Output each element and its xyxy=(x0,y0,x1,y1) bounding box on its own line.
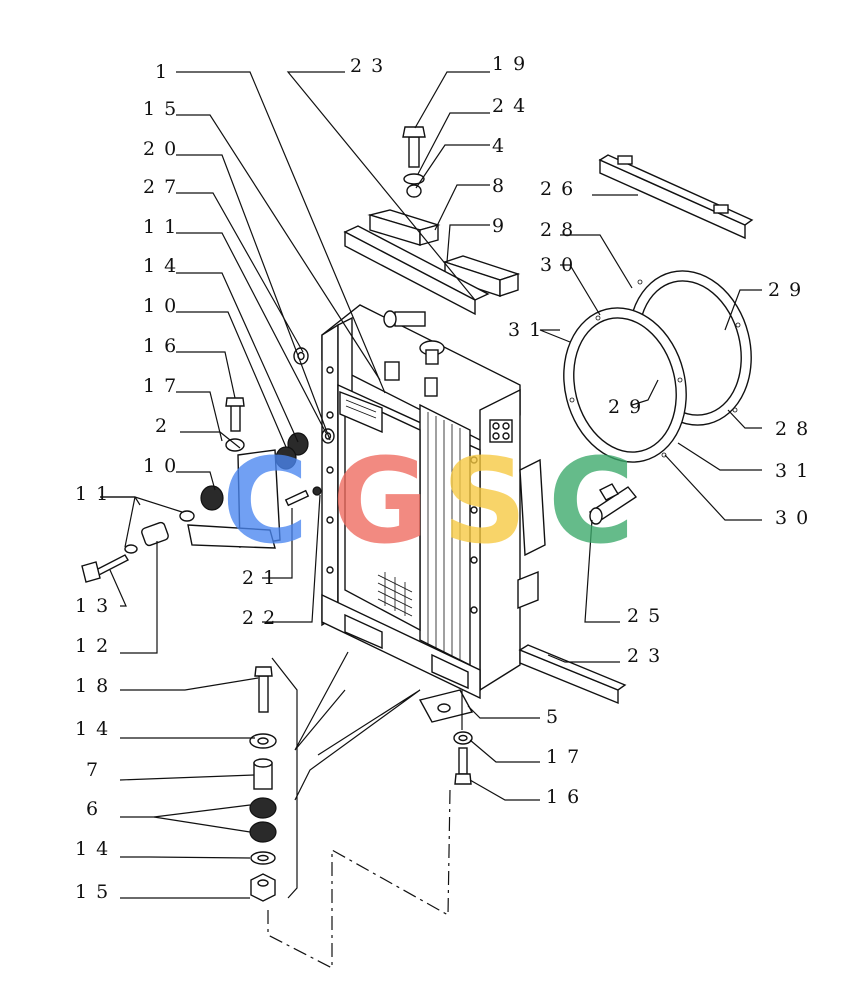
callout-17-left: 17 xyxy=(143,375,185,397)
shroud-rings xyxy=(563,270,752,463)
callout-19: 19 xyxy=(492,53,534,75)
side-bolts xyxy=(326,366,478,614)
top-mount-parts xyxy=(343,126,521,316)
callout-1: 1 xyxy=(155,61,176,83)
drain-plug xyxy=(489,419,513,443)
filler-cap xyxy=(383,310,445,397)
callout-13: 13 xyxy=(75,595,117,617)
callout-10-mid: 10 xyxy=(143,455,185,477)
callout-7: 7 xyxy=(86,759,107,781)
callout-24: 24 xyxy=(492,95,534,117)
callout-14-bottom: 14 xyxy=(75,838,117,860)
callout-28-right: 28 xyxy=(775,418,817,440)
callout-14-mid: 14 xyxy=(75,718,117,740)
watermark-letter-s: S xyxy=(442,432,527,570)
callout-21: 21 xyxy=(242,567,284,589)
callout-23-top: 23 xyxy=(350,55,392,77)
callout-15-top: 15 xyxy=(143,98,185,120)
bracket-plate xyxy=(339,390,383,434)
alignment-lines xyxy=(267,651,463,969)
callout-29-right: 29 xyxy=(768,279,810,301)
callout-18: 18 xyxy=(75,675,117,697)
core-fins xyxy=(377,412,461,661)
callout-22: 22 xyxy=(242,607,284,629)
callout-28-top: 28 xyxy=(540,219,582,241)
callout-11-left: 11 xyxy=(75,483,117,505)
bottom-foot-parts xyxy=(418,689,474,785)
callout-6: 6 xyxy=(86,798,107,820)
radiator-assembly xyxy=(321,304,546,700)
callout-8: 8 xyxy=(492,175,513,197)
callout-25: 25 xyxy=(627,605,669,627)
callout-31-left: 31 xyxy=(508,319,550,341)
callout-23-bottom: 23 xyxy=(627,645,669,667)
callout-11-top: 11 xyxy=(143,216,185,238)
callout-12: 12 xyxy=(75,635,117,657)
callout-9: 9 xyxy=(492,215,513,237)
callout-labels: 1 23 19 15 24 20 4 27 8 26 11 9 28 14 30… xyxy=(75,53,817,903)
cgsc-watermark: C G S C xyxy=(222,432,635,570)
callout-31-right: 31 xyxy=(775,460,817,482)
callout-27: 27 xyxy=(143,176,185,198)
callout-20: 20 xyxy=(143,138,185,160)
callout-14-top: 14 xyxy=(143,255,185,277)
watermark-letter-g: G xyxy=(332,432,429,570)
mount-stack xyxy=(249,666,277,902)
watermark-letter-c2: C xyxy=(548,432,635,570)
callout-30-right: 30 xyxy=(775,507,817,529)
callout-16-left: 16 xyxy=(143,335,185,357)
callout-5: 5 xyxy=(546,706,567,728)
callout-2: 2 xyxy=(155,415,176,437)
callout-26: 26 xyxy=(540,178,582,200)
callout-17-bottom: 17 xyxy=(546,746,588,768)
left-mount-assembly xyxy=(81,347,335,583)
hose-fitting-25 xyxy=(588,483,638,525)
lower-bar-23 xyxy=(518,644,627,705)
callout-10-top: 10 xyxy=(143,295,185,317)
callout-4: 4 xyxy=(492,135,513,157)
leader-lines xyxy=(100,71,762,899)
cover-strip-26 xyxy=(598,154,754,240)
callout-16-bottom: 16 xyxy=(546,786,588,808)
watermark-letter-c1: C xyxy=(222,432,309,570)
callout-29-mid: 29 xyxy=(608,396,650,418)
callout-30-top: 30 xyxy=(540,254,582,276)
callout-15-bottom: 15 xyxy=(75,881,117,903)
